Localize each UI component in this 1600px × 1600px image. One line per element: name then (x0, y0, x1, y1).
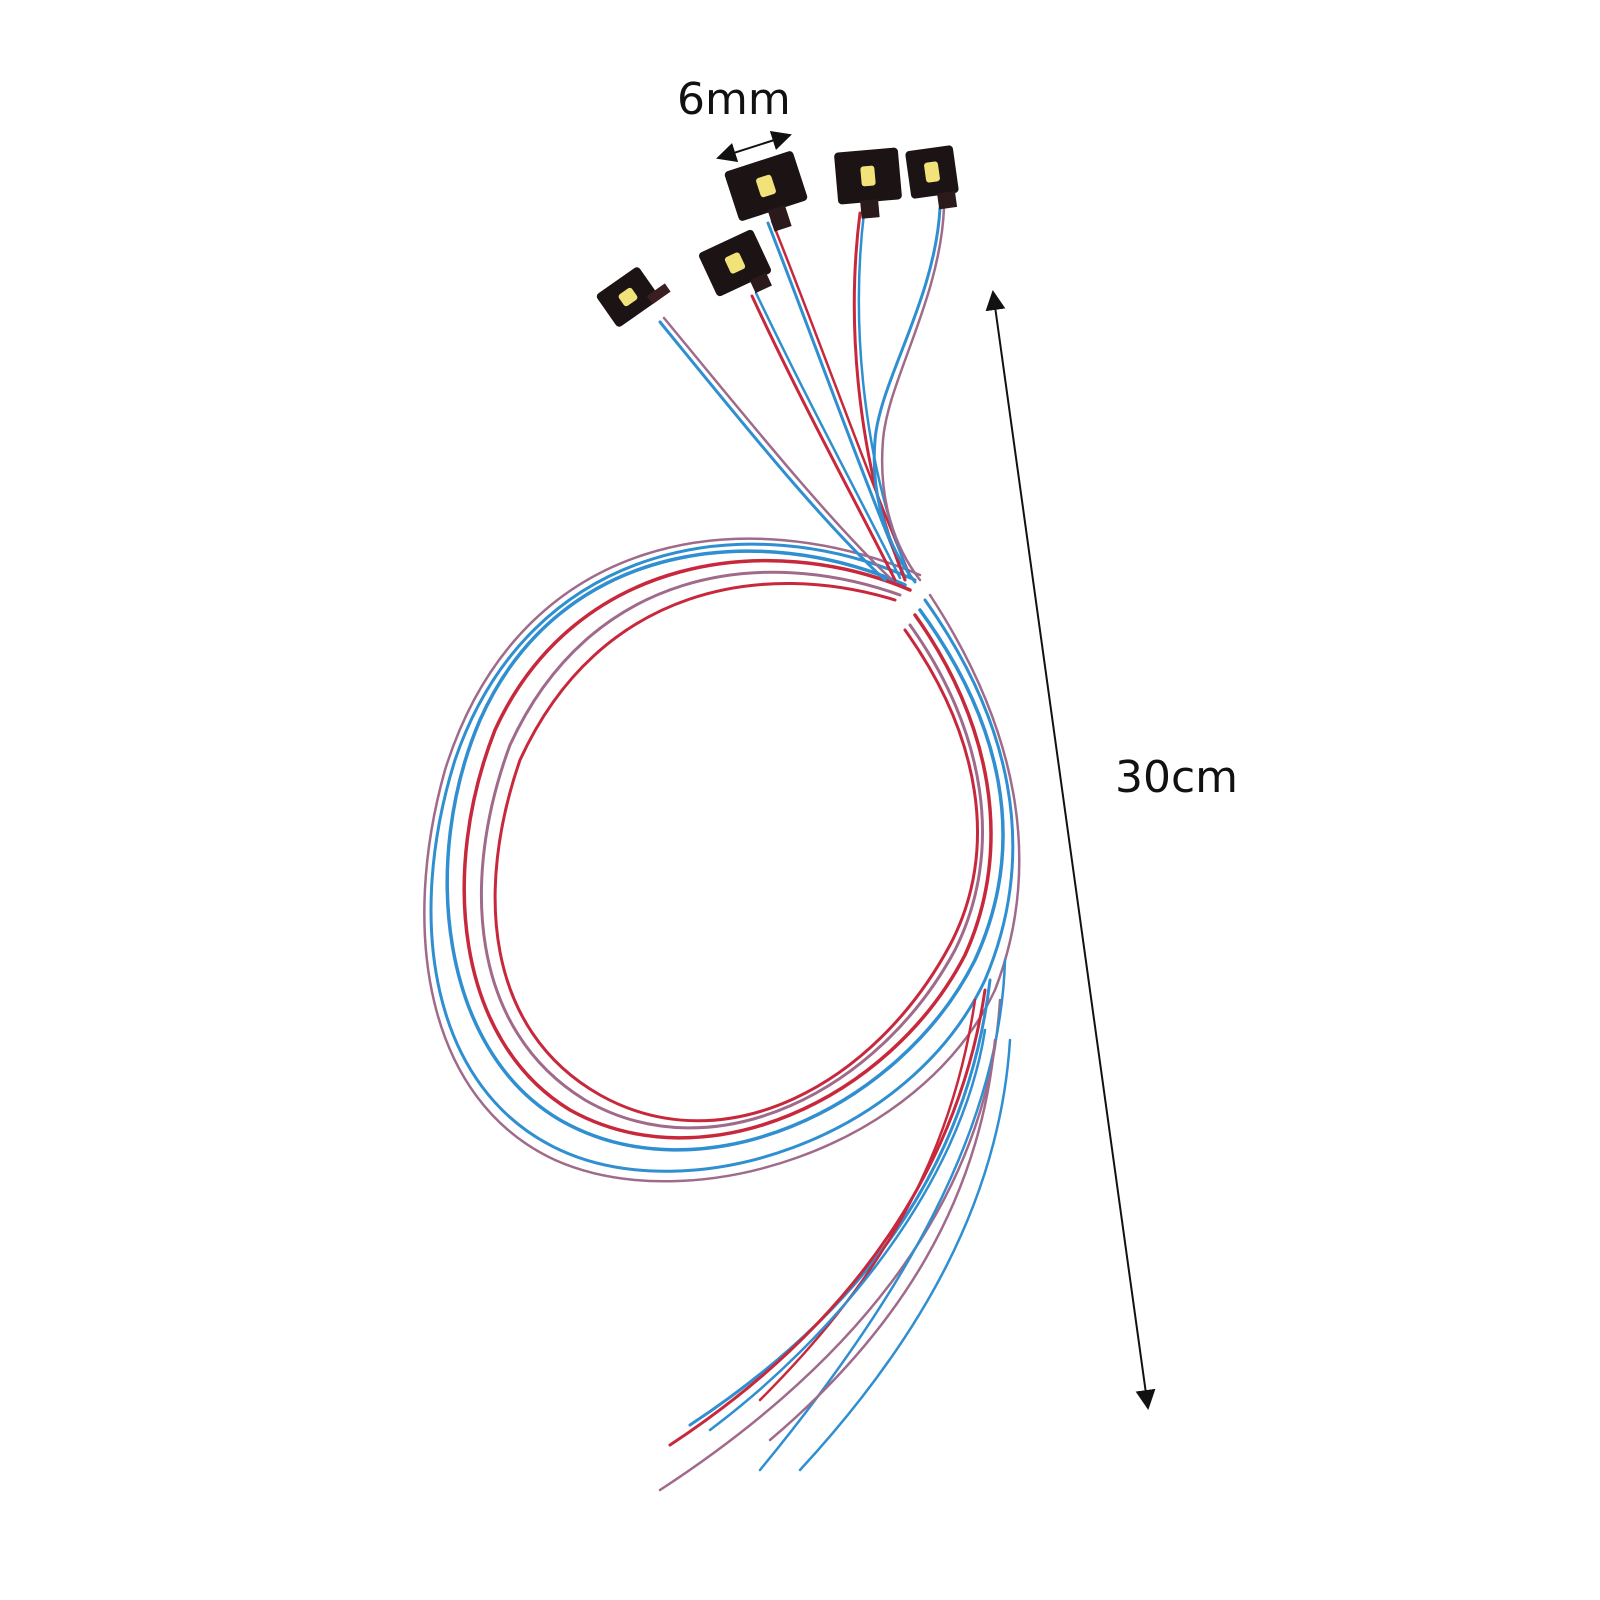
wire-lead (658, 320, 887, 582)
led-module-3 (724, 151, 808, 232)
led-chip (756, 174, 776, 198)
led-module-4 (834, 147, 902, 219)
wire-tail (758, 998, 977, 1402)
wire-lead (880, 206, 946, 582)
wire-loop-strand (479, 570, 984, 1130)
length-dimension-arrow (985, 290, 1156, 1410)
wire-loop-strand (493, 581, 980, 1123)
led-module-5 (905, 145, 959, 210)
led-module-1 (596, 267, 671, 327)
width-dimension-label: 6mm (677, 74, 791, 125)
width-dimension-arrow (716, 130, 792, 163)
led-chip (860, 165, 876, 187)
width-dimension: 6mm (677, 74, 792, 163)
wire-lead (852, 211, 907, 582)
length-dimension: 30cm (985, 290, 1238, 1410)
wire-tail (688, 978, 992, 1427)
led-chip (618, 287, 638, 307)
wire-tails (658, 958, 1012, 1492)
led-tab (767, 205, 792, 232)
wire-lead (770, 219, 912, 578)
led-tab (749, 272, 772, 294)
wire-loop-strand (429, 542, 1015, 1173)
wire-leads (658, 206, 946, 584)
led-chip (924, 161, 940, 183)
wire-tail (708, 1028, 987, 1432)
wire-lead (750, 294, 897, 582)
led-tab (937, 191, 958, 210)
length-dimension-label: 30cm (1115, 752, 1238, 803)
wire-loop (423, 537, 1021, 1183)
led-module-2 (698, 229, 772, 297)
wire-lead (662, 316, 892, 580)
led-tab (646, 283, 671, 305)
led-chip (724, 252, 746, 274)
wire-lead (872, 206, 942, 584)
wire-tail (668, 988, 987, 1447)
wire-loop-strand (462, 558, 993, 1140)
wire-tail (768, 1038, 997, 1442)
wire-lead (754, 291, 902, 580)
led-tab (860, 199, 880, 219)
